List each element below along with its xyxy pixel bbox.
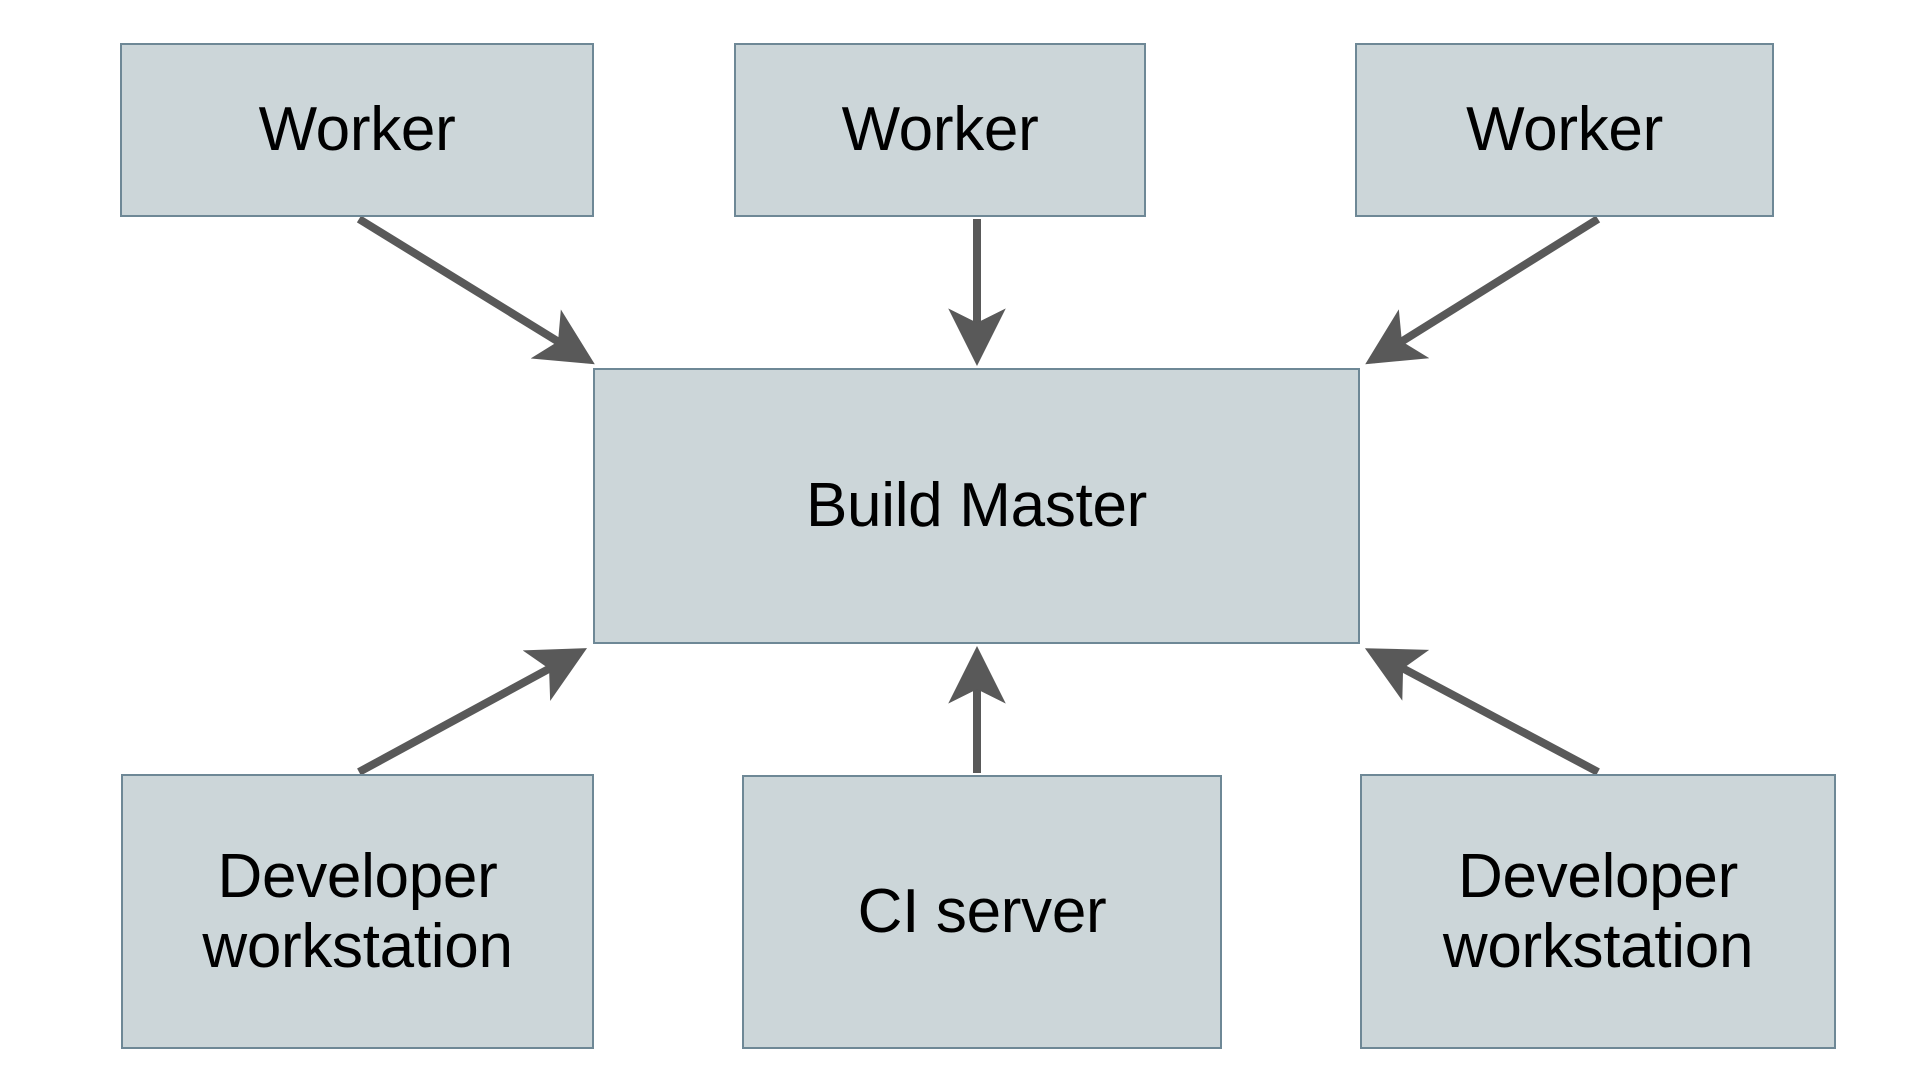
node-ci-server[interactable]: CI server [742,775,1222,1049]
node-worker-left[interactable]: Worker [120,43,594,217]
node-label: Worker [258,95,456,165]
node-label: CI server [857,877,1107,947]
node-worker-center[interactable]: Worker [734,43,1146,217]
edge-worker-left-to-master [356,215,595,365]
node-worker-right[interactable]: Worker [1355,43,1774,217]
edge-dev-left-to-master [357,648,588,776]
node-label: Worker [1466,95,1663,165]
edge-dev-right-to-master [1364,648,1600,776]
node-label: Developer workstation [202,842,513,981]
node-label: Developer workstation [1442,842,1754,981]
node-developer-workstation-left[interactable]: Developer workstation [121,774,594,1049]
edge-worker-right-to-master [1365,215,1601,365]
node-label: Worker [841,95,1039,165]
node-build-master[interactable]: Build Master [593,368,1360,644]
node-label: Build Master [806,471,1147,541]
node-developer-workstation-right[interactable]: Developer workstation [1360,774,1836,1049]
